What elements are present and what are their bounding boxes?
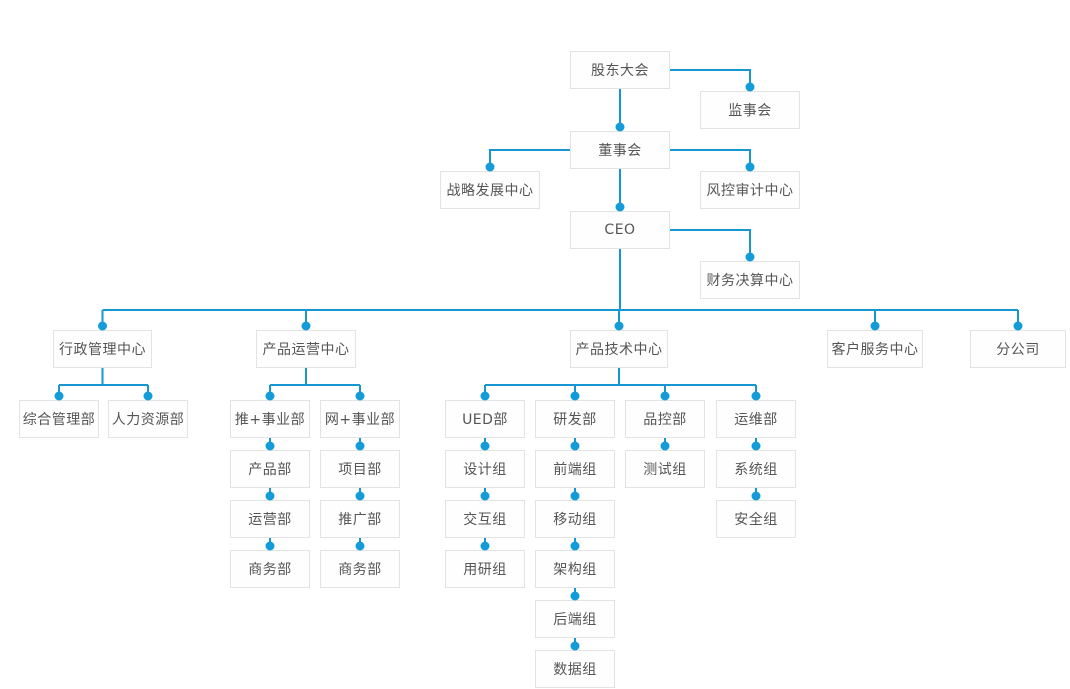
org-node-label: 财务决算中心 bbox=[706, 273, 794, 289]
org-node-service-center[interactable]: 客户服务中心 bbox=[827, 330, 923, 368]
org-node-frontend-group[interactable]: 前端组 bbox=[535, 450, 615, 488]
org-node-label: 推+事业部 bbox=[234, 412, 306, 428]
org-node-label: 网+事业部 bbox=[324, 412, 396, 428]
org-node-shareholders[interactable]: 股东大会 bbox=[570, 51, 670, 89]
org-node-label: 后端组 bbox=[553, 612, 597, 628]
org-node-board[interactable]: 董事会 bbox=[570, 131, 670, 169]
org-node-system-group[interactable]: 系统组 bbox=[716, 450, 796, 488]
org-node-label: 项目部 bbox=[338, 462, 382, 478]
org-node-wang-division[interactable]: 网+事业部 bbox=[320, 400, 400, 438]
org-node-ued-dept[interactable]: UED部 bbox=[445, 400, 525, 438]
org-node-label: CEO bbox=[604, 222, 636, 238]
org-node-general-mgmt[interactable]: 综合管理部 bbox=[19, 400, 99, 438]
org-node-business-dept-2[interactable]: 商务部 bbox=[320, 550, 400, 588]
org-node-label: 架构组 bbox=[553, 562, 597, 578]
org-node-label: 前端组 bbox=[553, 462, 597, 478]
org-node-supervisory[interactable]: 监事会 bbox=[700, 91, 800, 129]
org-node-label: UED部 bbox=[462, 412, 508, 428]
org-node-promotion-dept[interactable]: 推广部 bbox=[320, 500, 400, 538]
org-node-project-dept[interactable]: 项目部 bbox=[320, 450, 400, 488]
org-node-label: 战略发展中心 bbox=[446, 183, 534, 199]
org-node-test-group[interactable]: 测试组 bbox=[625, 450, 705, 488]
org-node-hr[interactable]: 人力资源部 bbox=[108, 400, 188, 438]
org-node-label: 品控部 bbox=[643, 412, 687, 428]
org-node-operation-dept[interactable]: 运营部 bbox=[230, 500, 310, 538]
org-node-label: 用研组 bbox=[463, 562, 507, 578]
connector-line bbox=[670, 229, 751, 257]
org-node-label: 分公司 bbox=[996, 342, 1040, 358]
org-node-label: 股东大会 bbox=[591, 63, 649, 79]
org-node-ceo[interactable]: CEO bbox=[570, 211, 670, 249]
org-node-product-dept[interactable]: 产品部 bbox=[230, 450, 310, 488]
org-node-tui-division[interactable]: 推+事业部 bbox=[230, 400, 310, 438]
org-node-finance[interactable]: 财务决算中心 bbox=[700, 261, 800, 299]
org-node-security-group[interactable]: 安全组 bbox=[716, 500, 796, 538]
org-node-label: 运维部 bbox=[734, 412, 778, 428]
org-node-label: 董事会 bbox=[598, 143, 642, 159]
org-node-mobile-group[interactable]: 移动组 bbox=[535, 500, 615, 538]
org-node-label: 商务部 bbox=[248, 562, 292, 578]
org-node-label: 运营部 bbox=[248, 512, 292, 528]
org-node-label: 测试组 bbox=[643, 462, 687, 478]
org-node-label: 设计组 bbox=[463, 462, 507, 478]
org-node-interaction-group[interactable]: 交互组 bbox=[445, 500, 525, 538]
org-node-tech-center[interactable]: 产品技术中心 bbox=[570, 330, 668, 368]
org-node-om-dept[interactable]: 运维部 bbox=[716, 400, 796, 438]
org-node-label: 产品运营中心 bbox=[262, 342, 350, 358]
org-node-label: 交互组 bbox=[463, 512, 507, 528]
org-node-backend-group[interactable]: 后端组 bbox=[535, 600, 615, 638]
org-node-label: 监事会 bbox=[728, 103, 772, 119]
org-node-label: 研发部 bbox=[553, 412, 597, 428]
org-node-label: 客户服务中心 bbox=[831, 342, 919, 358]
org-node-label: 综合管理部 bbox=[22, 412, 96, 428]
connector-line bbox=[670, 149, 751, 167]
connector-line bbox=[670, 69, 751, 87]
org-node-label: 系统组 bbox=[734, 462, 778, 478]
org-node-label: 行政管理中心 bbox=[59, 342, 146, 358]
org-node-rd-dept[interactable]: 研发部 bbox=[535, 400, 615, 438]
org-node-data-group[interactable]: 数据组 bbox=[535, 650, 615, 688]
org-node-design-group[interactable]: 设计组 bbox=[445, 450, 525, 488]
org-node-architecture-group[interactable]: 架构组 bbox=[535, 550, 615, 588]
org-node-admin-center[interactable]: 行政管理中心 bbox=[53, 330, 152, 368]
org-node-qc-dept[interactable]: 品控部 bbox=[625, 400, 705, 438]
org-node-label: 产品技术中心 bbox=[575, 342, 663, 358]
org-node-label: 商务部 bbox=[338, 562, 382, 578]
org-node-branch[interactable]: 分公司 bbox=[970, 330, 1066, 368]
org-node-user-research-group[interactable]: 用研组 bbox=[445, 550, 525, 588]
org-node-ops-center[interactable]: 产品运营中心 bbox=[256, 330, 356, 368]
org-node-label: 推广部 bbox=[338, 512, 382, 528]
org-node-risk-audit[interactable]: 风控审计中心 bbox=[700, 171, 800, 209]
org-node-label: 移动组 bbox=[553, 512, 597, 528]
org-node-strategy[interactable]: 战略发展中心 bbox=[440, 171, 540, 209]
connector-line bbox=[489, 149, 570, 167]
org-node-label: 风控审计中心 bbox=[706, 183, 794, 199]
org-node-label: 产品部 bbox=[248, 462, 292, 478]
org-node-label: 数据组 bbox=[553, 662, 597, 678]
org-node-label: 人力资源部 bbox=[111, 412, 185, 428]
org-node-label: 安全组 bbox=[734, 512, 778, 528]
org-node-business-dept-1[interactable]: 商务部 bbox=[230, 550, 310, 588]
